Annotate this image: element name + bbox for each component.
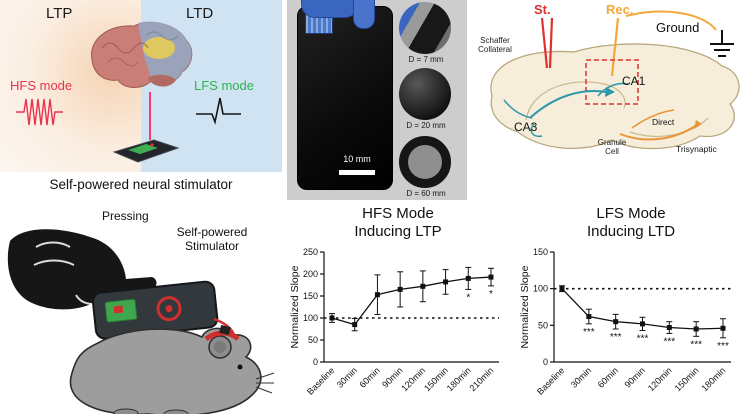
flexible-device-photo [297, 6, 393, 190]
panel-device-photo: 10 mm D = 7 mm D = 20 mm D = 60 mm [287, 0, 467, 200]
svg-text:60min: 60min [357, 365, 381, 389]
hippocampus-body [490, 43, 740, 150]
rec-electrode [610, 17, 620, 77]
svg-text:250: 250 [303, 247, 318, 257]
direct-label: Direct [652, 117, 675, 127]
ground-wire [625, 10, 717, 31]
lfs-waveform [196, 97, 241, 125]
bend-inset-7mm-photo [399, 2, 451, 54]
svg-text:***: *** [663, 336, 675, 347]
svg-text:Baseline: Baseline [535, 365, 566, 396]
ca1-dashed-box [585, 59, 639, 105]
svg-text:150min: 150min [422, 365, 450, 393]
bend-inset-20mm-label: D = 20 mm [406, 121, 446, 130]
svg-text:60min: 60min [596, 365, 620, 389]
svg-text:***: *** [717, 341, 729, 352]
ground-symbol [710, 30, 734, 57]
rec-label: Rec. [606, 2, 634, 17]
hfs-mode-label: HFS mode [10, 78, 73, 93]
hfs-chart-panel: HFS Mode Inducing LTP 0 50 100 150 200 250 * * B… [287, 205, 509, 414]
trisynaptic-label: Trisynaptic [676, 144, 717, 154]
svg-text:Normalized Slope: Normalized Slope [289, 265, 301, 348]
scale-bar-label: 10 mm [343, 154, 371, 164]
self-powered-stimulator-label: Self-powered Stimulator [176, 225, 248, 254]
svg-text:150min: 150min [673, 365, 701, 393]
panel-experiment-illustration: Pressing Self-powered Stimulator [6, 207, 280, 414]
hippocampus-art [490, 10, 740, 150]
hfs-waveform [16, 98, 63, 126]
experiment-art [7, 229, 275, 414]
granule-cell-label: Granule Cell [597, 138, 627, 157]
panel-a-caption: Self-powered neural stimulator [49, 177, 233, 192]
ca3-label: CA3 [514, 120, 538, 134]
ground-label: Ground [656, 20, 700, 35]
lfs-title-line2: Inducing LTD [586, 223, 676, 240]
svg-text:***: *** [637, 333, 649, 344]
svg-text:150: 150 [533, 247, 548, 257]
svg-text:120min: 120min [646, 365, 674, 393]
bend-inset-60mm-label: D = 60 mm [406, 189, 446, 198]
panel-hippocampus-diagram: St. Rec. Ground Schaffer Collateral CA1 … [470, 0, 756, 205]
svg-text:*: * [489, 289, 493, 300]
lfs-chart-panel: LFS Mode Inducing LTD 0 50 100 150 *** *** ***… [517, 205, 745, 414]
svg-text:200: 200 [303, 269, 318, 279]
bend-inset-20mm-photo [399, 68, 451, 120]
ltd-label: LTD [186, 5, 214, 22]
glove-finger-1 [301, 0, 359, 18]
scale-bar [339, 170, 375, 175]
svg-text:210min: 210min [467, 365, 495, 393]
svg-text:100: 100 [303, 313, 318, 323]
lfs-chart-title: LFS Mode Inducing LTD [517, 205, 745, 241]
svg-text:180min: 180min [699, 365, 727, 393]
svg-text:Baseline: Baseline [305, 365, 336, 396]
trisynaptic-pathway-arrows [619, 109, 699, 141]
lfs-title-line1: LFS Mode [596, 205, 666, 222]
hfs-chart-title: HFS Mode Inducing LTP [287, 205, 509, 241]
bend-inset-7mm-label: D = 7 mm [408, 55, 444, 64]
svg-text:0: 0 [543, 357, 548, 367]
svg-text:30min: 30min [569, 365, 593, 389]
schaffer-collateral-label: Schaffer Collateral [478, 36, 512, 55]
lfs-mode-label: LFS mode [194, 78, 254, 93]
svg-text:90min: 90min [623, 365, 647, 389]
svg-text:150: 150 [303, 291, 318, 301]
svg-text:50: 50 [538, 320, 548, 330]
svg-text:180min: 180min [445, 365, 473, 393]
svg-text:***: *** [690, 339, 702, 350]
mouse-illustration [69, 324, 275, 414]
panel-stimulator-schematic: LTP LTD HFS mode LFS mode Self-powered n… [0, 0, 282, 200]
stimulator-device-small [112, 139, 180, 163]
svg-text:***: *** [583, 327, 595, 338]
svg-text:30min: 30min [335, 365, 359, 389]
stim-electrode [540, 17, 554, 69]
brain-waveform-art [16, 21, 241, 163]
svg-text:***: *** [610, 332, 622, 343]
svg-text:Normalized Slope: Normalized Slope [519, 265, 531, 348]
svg-text:*: * [466, 292, 470, 303]
st-label: St. [534, 2, 551, 17]
glove-finger-2 [353, 0, 375, 29]
hfs-title-line1: HFS Mode [362, 205, 434, 222]
hfs-chart-plot: 050100150200250**Baseline30min60min90min… [289, 247, 499, 397]
brain-illustration [91, 21, 193, 88]
pressing-label: Pressing [102, 209, 149, 223]
svg-text:0: 0 [313, 357, 318, 367]
svg-text:50: 50 [308, 335, 318, 345]
schaffer-pathway-arrows [503, 82, 629, 138]
ltp-label: LTP [46, 5, 73, 22]
svg-text:100: 100 [533, 284, 548, 294]
svg-text:120min: 120min [399, 365, 427, 393]
ca1-label: CA1 [622, 74, 646, 88]
hfs-title-line2: Inducing LTP [354, 223, 442, 240]
bend-inset-60mm-photo [399, 136, 451, 188]
